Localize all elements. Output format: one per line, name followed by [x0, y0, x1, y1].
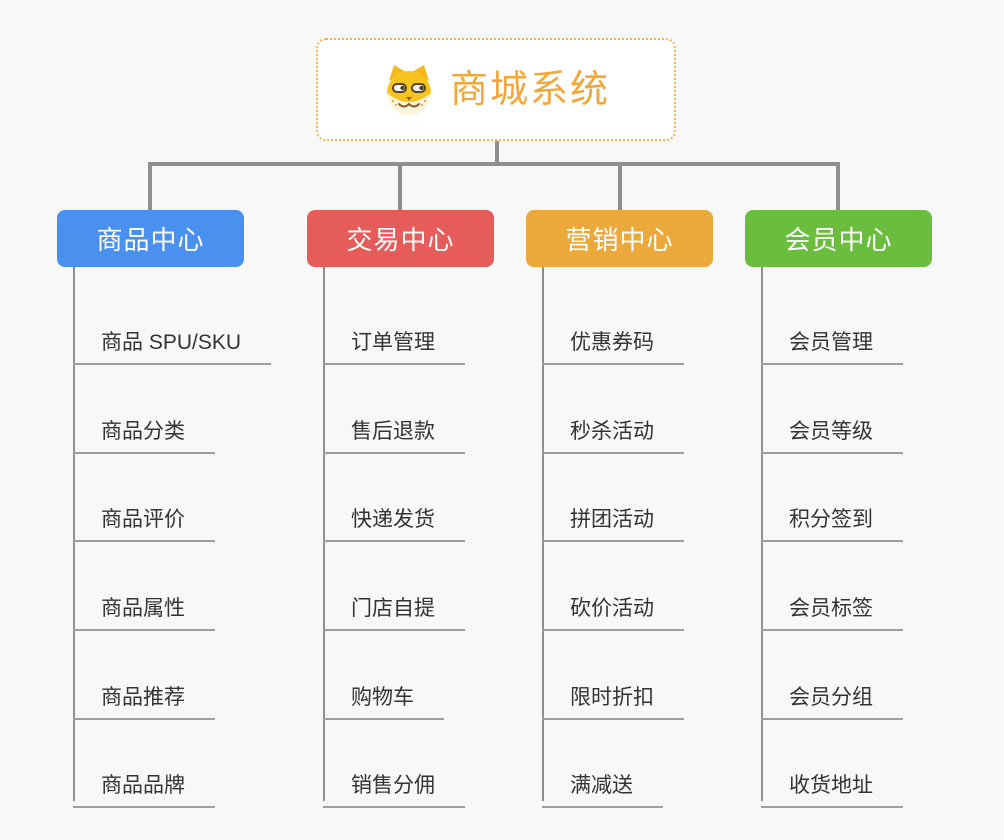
leaf-label: 会员分组	[789, 686, 873, 709]
leaf-label: 会员管理	[789, 331, 873, 354]
leaf-node[interactable]: 会员管理	[761, 310, 903, 365]
leaf-node[interactable]: 门店自提	[323, 576, 465, 631]
branch-trade-center-header[interactable]: 交易中心	[307, 210, 494, 267]
leaf-label: 会员标签	[789, 597, 873, 620]
leaf-label: 会员等级	[789, 420, 873, 443]
branch-trade-center: 交易中心 订单管理 售后退款 快递发货 门店自提 购物车 销售分佣	[307, 210, 567, 810]
leaf-label: 快递发货	[351, 508, 435, 531]
leaf-label: 砍价活动	[570, 597, 654, 620]
leaf-node[interactable]: 商品分类	[73, 399, 215, 454]
leaf-node[interactable]: 优惠券码	[542, 310, 684, 365]
shiba-dog-icon	[386, 64, 431, 115]
branch-stem-line	[761, 267, 763, 801]
leaf-label: 销售分佣	[351, 774, 435, 797]
leaf-label: 门店自提	[351, 597, 435, 620]
leaf-node[interactable]: 商品评价	[73, 487, 215, 542]
leaf-label: 商品推荐	[101, 686, 185, 709]
leaf-label: 收货地址	[789, 774, 873, 797]
leaf-node[interactable]: 拼团活动	[542, 487, 684, 542]
leaf-node[interactable]: 会员分组	[761, 665, 903, 720]
leaf-node[interactable]: 限时折扣	[542, 665, 684, 720]
leaf-node[interactable]: 销售分佣	[323, 753, 465, 808]
leaf-label: 售后退款	[351, 420, 435, 443]
leaf-node[interactable]: 商品 SPU/SKU	[73, 310, 272, 365]
leaf-label: 优惠券码	[570, 331, 654, 354]
leaf-node[interactable]: 会员等级	[761, 399, 903, 454]
leaf-label: 拼团活动	[570, 508, 654, 531]
leaf-node[interactable]: 收货地址	[761, 753, 903, 808]
leaf-label: 订单管理	[351, 331, 435, 354]
root-title: 商城系统	[449, 68, 610, 111]
leaf-node[interactable]: 会员标签	[761, 576, 903, 631]
leaf-label: 秒杀活动	[570, 420, 654, 443]
leaf-label: 积分签到	[789, 508, 873, 531]
root-node[interactable]: 商城系统	[316, 38, 676, 141]
branch-stem-line	[542, 267, 544, 801]
leaf-label: 满减送	[570, 774, 633, 797]
branch-member-center-header[interactable]: 会员中心	[745, 210, 932, 267]
branch-product-center: 商品中心 商品 SPU/SKU 商品分类 商品评价 商品属性 商品推荐 商品品牌	[57, 210, 317, 810]
branch-product-center-header[interactable]: 商品中心	[57, 210, 244, 267]
branch-member-center: 会员中心 会员管理 会员等级 积分签到 会员标签 会员分组 收货地址	[745, 210, 1004, 810]
leaf-node[interactable]: 购物车	[323, 665, 444, 720]
leaf-node[interactable]: 秒杀活动	[542, 399, 684, 454]
branch-marketing-center-header[interactable]: 营销中心	[526, 210, 713, 267]
leaf-label: 商品品牌	[101, 774, 185, 797]
leaf-node[interactable]: 商品品牌	[73, 753, 215, 808]
leaf-node[interactable]: 快递发货	[323, 487, 465, 542]
leaf-label: 购物车	[351, 686, 414, 709]
branch-stem-line	[73, 267, 75, 801]
leaf-label: 商品 SPU/SKU	[101, 331, 242, 354]
leaf-label: 商品属性	[101, 597, 185, 620]
leaf-node[interactable]: 积分签到	[761, 487, 903, 542]
leaf-label: 限时折扣	[570, 686, 654, 709]
leaf-label: 商品分类	[101, 420, 185, 443]
branch-marketing-center: 营销中心 优惠券码 秒杀活动 拼团活动 砍价活动 限时折扣 满减送	[526, 210, 786, 810]
leaf-node[interactable]: 售后退款	[323, 399, 465, 454]
leaf-label: 商品评价	[101, 508, 185, 531]
leaf-node[interactable]: 商品属性	[73, 576, 215, 631]
leaf-node[interactable]: 商品推荐	[73, 665, 215, 720]
leaf-node[interactable]: 订单管理	[323, 310, 465, 365]
leaf-node[interactable]: 满减送	[542, 753, 663, 808]
leaf-node[interactable]: 砍价活动	[542, 576, 684, 631]
branch-stem-line	[323, 267, 325, 801]
